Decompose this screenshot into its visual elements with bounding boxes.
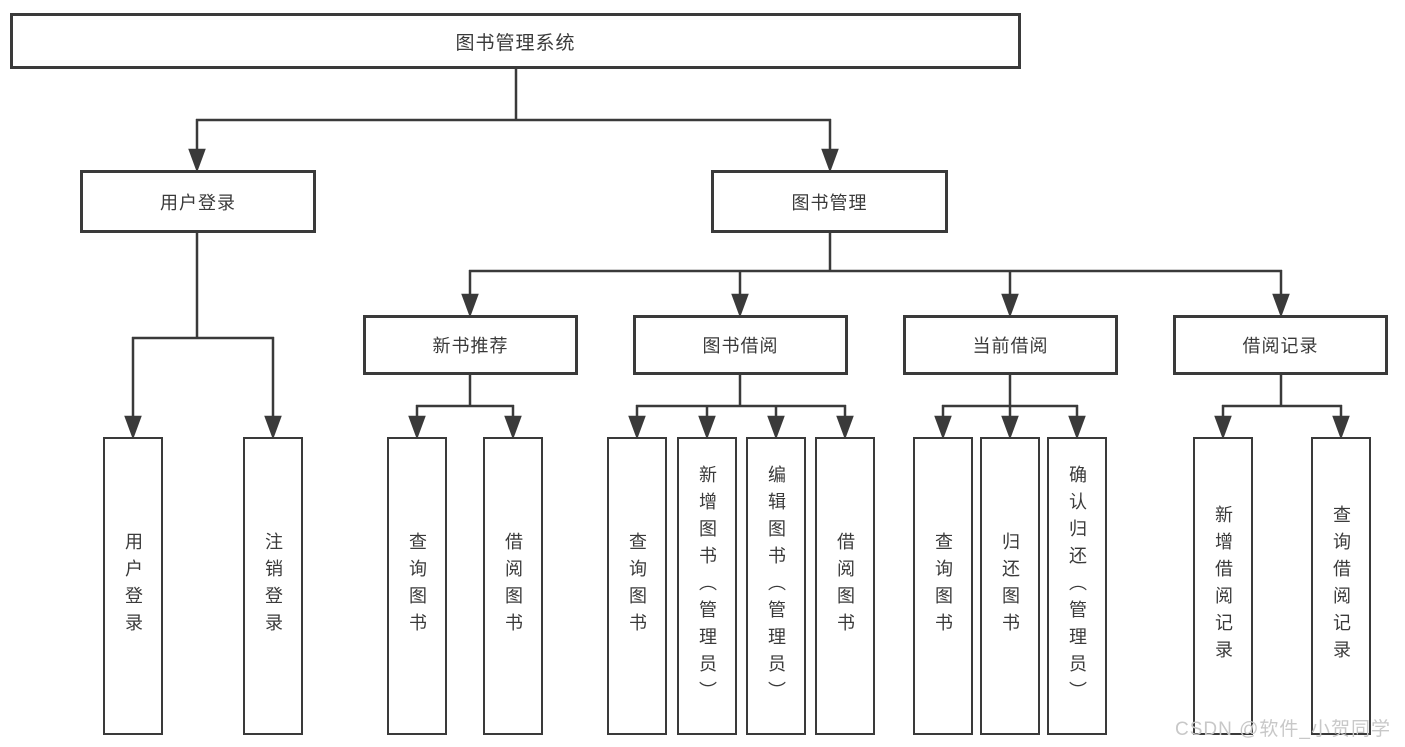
connector-root-to-level2 bbox=[188, 68, 839, 173]
connector-new-book-recommendation-to-leaves bbox=[408, 374, 522, 440]
leaf-label: 确认归还（管理员） bbox=[1067, 464, 1087, 708]
leaf-label: 注销登录 bbox=[263, 532, 283, 640]
leaf-add-books-admin: 新增图书（管理员） bbox=[677, 437, 737, 735]
connector-current-borrowing-to-leaves bbox=[934, 374, 1086, 440]
connector-borrowing-records-to-leaves bbox=[1214, 374, 1350, 440]
leaf-label: 查询借阅记录 bbox=[1331, 505, 1351, 667]
leaf-borrow-books-2: 借阅图书 bbox=[815, 437, 875, 735]
leaf-query-borrow-record: 查询借阅记录 bbox=[1311, 437, 1371, 735]
node-label: 新书推荐 bbox=[432, 336, 509, 356]
leaf-label: 查询图书 bbox=[407, 532, 427, 640]
leaf-label: 借阅图书 bbox=[835, 532, 855, 640]
node-label: 图书管理 bbox=[791, 192, 868, 213]
leaf-query-books-3: 查询图书 bbox=[913, 437, 973, 735]
leaf-label: 归还图书 bbox=[1000, 532, 1020, 640]
leaf-user-login: 用户登录 bbox=[103, 437, 163, 735]
leaf-edit-books-admin: 编辑图书（管理员） bbox=[746, 437, 806, 735]
leaf-label: 查询图书 bbox=[627, 532, 647, 640]
node-user-login: 用户登录 bbox=[80, 170, 316, 233]
leaf-logout: 注销登录 bbox=[243, 437, 303, 735]
node-current-borrowing: 当前借阅 bbox=[903, 315, 1118, 375]
leaf-label: 新增图书（管理员） bbox=[697, 464, 717, 708]
node-label: 当前借阅 bbox=[972, 336, 1049, 356]
leaf-label: 新增借阅记录 bbox=[1213, 505, 1233, 667]
node-label: 图书借阅 bbox=[702, 336, 779, 356]
leaf-label: 查询图书 bbox=[933, 532, 953, 640]
leaf-label: 用户登录 bbox=[123, 532, 143, 640]
leaf-confirm-return-admin: 确认归还（管理员） bbox=[1047, 437, 1107, 735]
leaf-add-borrow-record: 新增借阅记录 bbox=[1193, 437, 1253, 735]
leaf-label: 编辑图书（管理员） bbox=[766, 464, 786, 708]
leaf-return-books: 归还图书 bbox=[980, 437, 1040, 735]
node-new-book-recommendation: 新书推荐 bbox=[363, 315, 578, 375]
csdn-watermark: CSDN @软件_小贺同学 bbox=[1175, 719, 1391, 740]
connector-book-borrowing-to-leaves bbox=[628, 374, 854, 440]
node-label: 图书管理系统 bbox=[455, 32, 576, 54]
node-book-borrowing: 图书借阅 bbox=[633, 315, 848, 375]
node-label: 借阅记录 bbox=[1242, 336, 1319, 356]
leaf-borrow-books: 借阅图书 bbox=[483, 437, 543, 735]
connector-book-management-to-level3 bbox=[461, 232, 1290, 318]
leaf-label: 借阅图书 bbox=[503, 532, 523, 640]
leaf-query-books-2: 查询图书 bbox=[607, 437, 667, 735]
leaf-query-books: 查询图书 bbox=[387, 437, 447, 735]
connector-user-login-to-leaves bbox=[124, 232, 282, 440]
node-label: 用户登录 bbox=[160, 192, 236, 213]
node-borrowing-records: 借阅记录 bbox=[1173, 315, 1388, 375]
node-book-management: 图书管理 bbox=[711, 170, 948, 233]
node-library-management-system: 图书管理系统 bbox=[10, 13, 1021, 69]
